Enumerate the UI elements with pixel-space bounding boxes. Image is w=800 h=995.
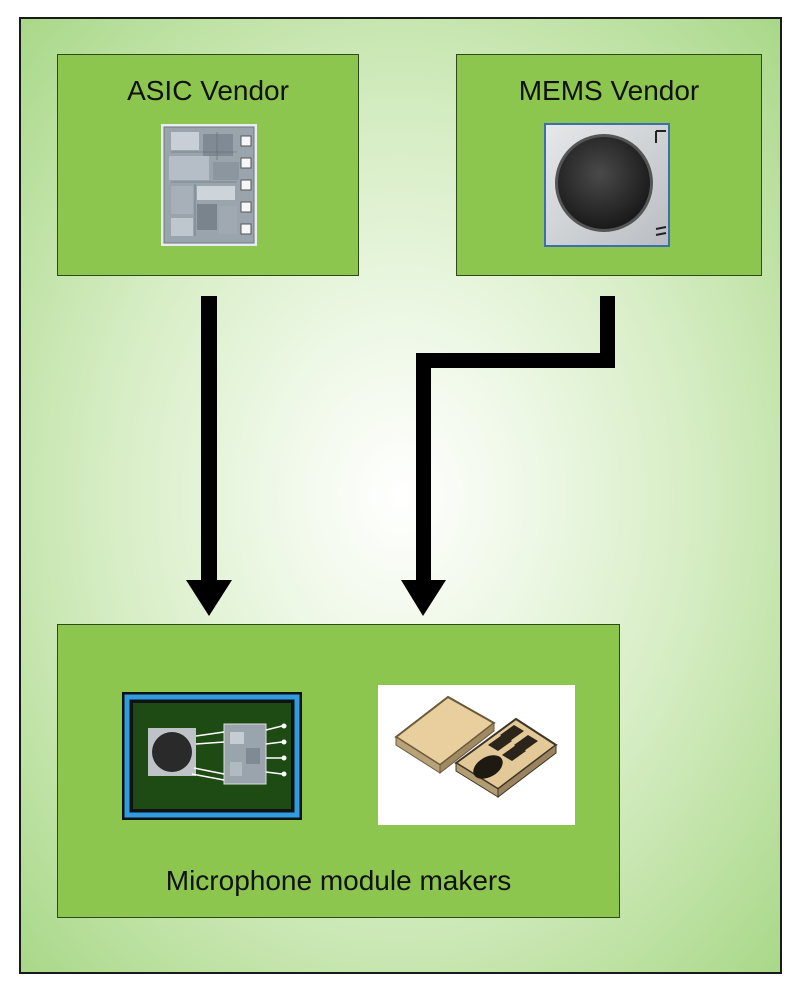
mems-to-module-arrow bbox=[401, 296, 615, 616]
asic-to-module-arrow bbox=[186, 296, 232, 616]
microphone-package-icon bbox=[378, 685, 575, 825]
asic-vendor-label: ASIC Vendor bbox=[127, 75, 289, 106]
microphone-pcb-icon bbox=[122, 692, 302, 820]
asic-chip-icon bbox=[161, 124, 257, 246]
mems-sensor-icon bbox=[544, 123, 670, 247]
mems-vendor-label: MEMS Vendor bbox=[518, 75, 700, 106]
microphone-module-makers-box: Microphone module makers bbox=[57, 624, 620, 918]
asic-vendor-box: ASIC Vendor bbox=[57, 54, 359, 276]
microphone-module-makers-label: Microphone module makers bbox=[165, 865, 512, 896]
mems-vendor-box: MEMS Vendor bbox=[456, 54, 762, 276]
